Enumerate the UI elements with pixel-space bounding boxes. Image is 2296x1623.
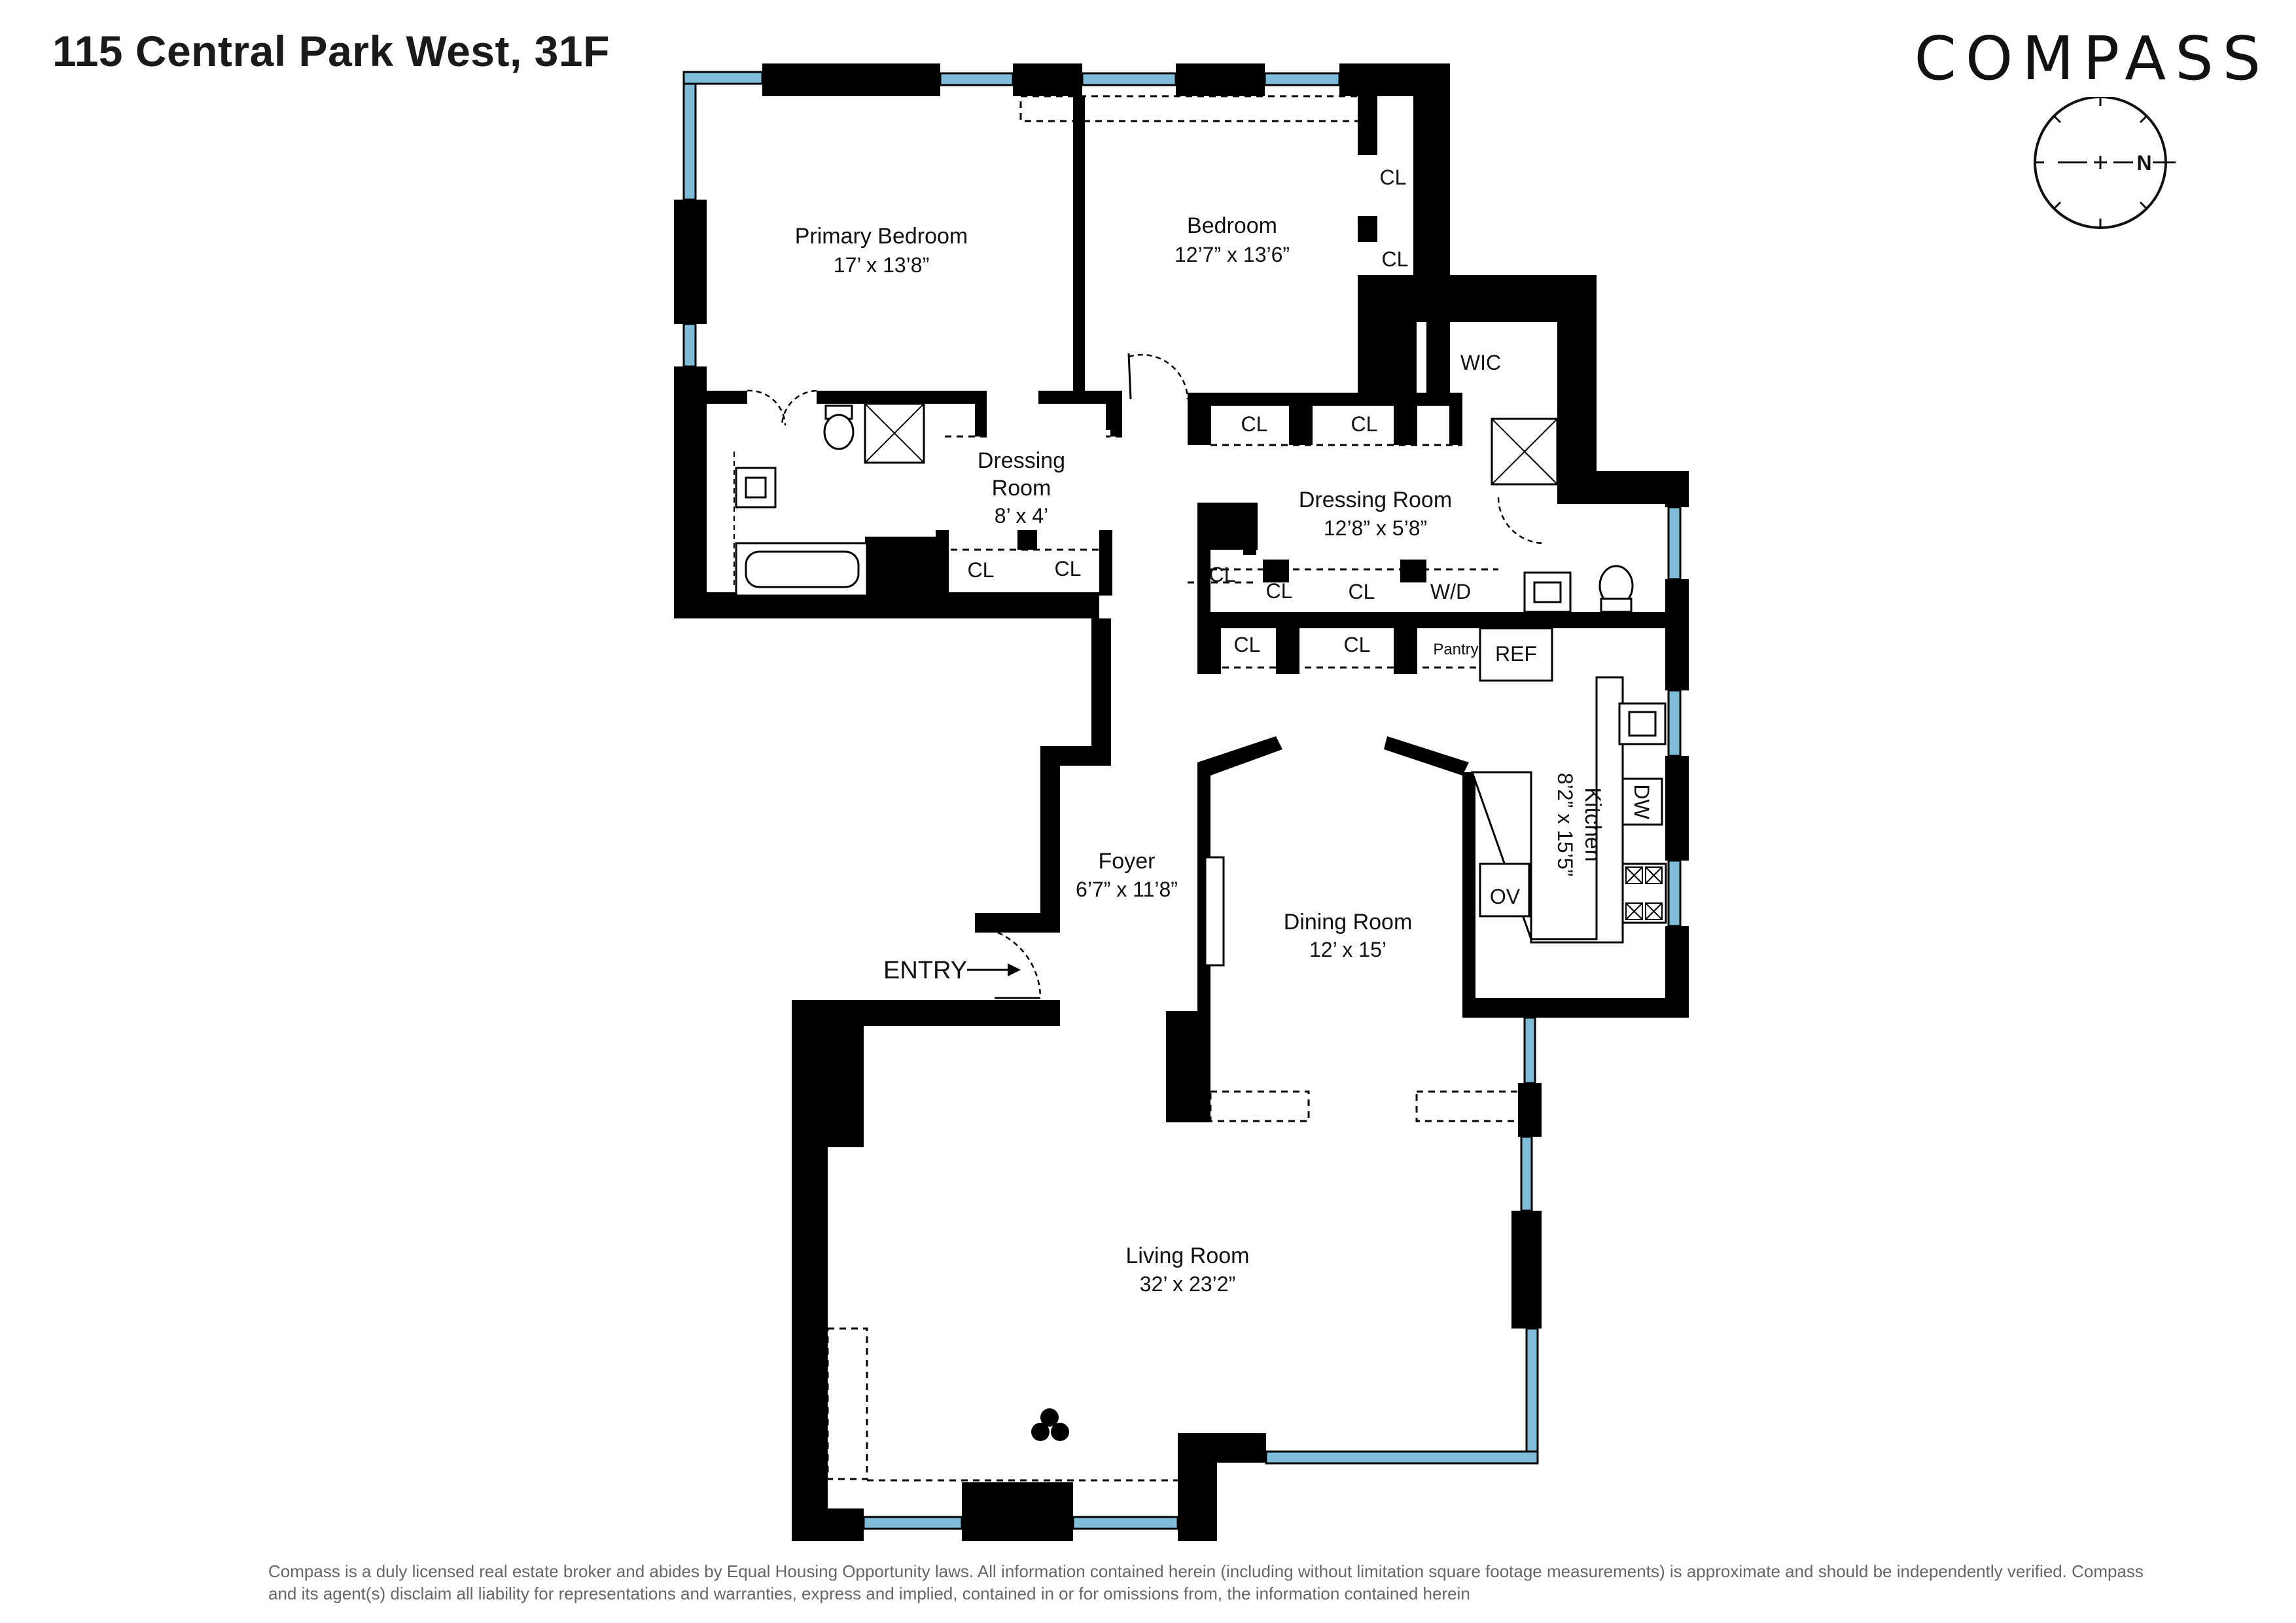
- dressing-room-small-dims: 8’ x 4’: [995, 504, 1048, 527]
- room-labels: Primary Bedroom 17’ x 13’8” Bedroom 12’7…: [795, 213, 1605, 1296]
- foyer-mirror: [1204, 856, 1225, 967]
- closet-label: CL: [1055, 557, 1082, 580]
- closet-label: CL: [1234, 633, 1261, 656]
- closet-label: CL: [1209, 563, 1236, 586]
- closet-label: CL: [1380, 166, 1407, 189]
- refrigerator: [1479, 627, 1553, 682]
- compass-north-label: N: [2136, 151, 2151, 175]
- primary-bedroom-name: Primary Bedroom: [795, 224, 968, 249]
- disclaimer: Compass is a duly licensed real estate b…: [268, 1561, 2144, 1603]
- entry-label: ENTRY: [883, 957, 967, 984]
- stove-icon: [1621, 863, 1667, 924]
- door-swing-bath-2: [1497, 497, 1545, 544]
- brand-logo: COMPASS: [1914, 24, 2270, 94]
- doors: [733, 353, 1545, 999]
- closet-label: CL: [1351, 412, 1378, 436]
- dressing-room-small-line2: Room: [992, 476, 1051, 501]
- dishwasher-label: DW: [1630, 784, 1653, 819]
- door-swing-bedroom: [1128, 353, 1189, 400]
- kitchen-dims: 8’2” x 15’5”: [1553, 773, 1577, 876]
- dressing-room-large-dims: 12’8” x 5’8”: [1324, 516, 1427, 540]
- kitchen-name: Kitchen: [1580, 787, 1605, 861]
- plan-title: 115 Central Park West, 31F: [52, 27, 610, 75]
- dining-room-name: Dining Room: [1284, 910, 1413, 935]
- living-room-dims: 32’ x 23’2”: [1140, 1272, 1235, 1296]
- oven-label: OV: [1490, 885, 1521, 908]
- pantry-label: Pantry: [1433, 641, 1478, 658]
- wic-label: WIC: [1460, 351, 1501, 374]
- closet-label: CL: [968, 558, 995, 582]
- dressing-room-small-line1: Dressing: [978, 448, 1065, 473]
- walls: [674, 63, 1689, 1541]
- bedroom-name: Bedroom: [1187, 213, 1277, 238]
- oven: [1479, 863, 1530, 918]
- fixtures: [735, 402, 1667, 967]
- entry-marker: ENTRY: [883, 957, 1021, 984]
- primary-bedroom-dims: 17’ x 13’8”: [834, 253, 929, 277]
- foyer-dims: 6’7” x 11’8”: [1076, 878, 1178, 901]
- closet-labels: CL CL CL CL CL CL CL CL CL CL CL W/D Pan…: [968, 166, 1653, 908]
- sink-icon: [735, 467, 777, 508]
- dashed-lines: [826, 95, 1523, 1482]
- door-swing-entry: [997, 931, 1042, 999]
- refrigerator-label: REF: [1495, 642, 1537, 666]
- dishwasher: [1621, 777, 1663, 826]
- living-room-name: Living Room: [1126, 1243, 1250, 1268]
- dressing-room-large-name: Dressing Room: [1299, 488, 1452, 512]
- compass-rose-icon: N: [2034, 97, 2176, 229]
- foyer-name: Foyer: [1099, 849, 1156, 874]
- closet-label: CL: [1382, 247, 1409, 271]
- closet-label: CL: [1344, 633, 1371, 656]
- closet-label: CL: [1349, 580, 1375, 603]
- dining-room-dims: 12’ x 15’: [1309, 938, 1386, 961]
- closet-label: CL: [1266, 579, 1293, 603]
- bedroom-dims: 12’7” x 13’6”: [1174, 243, 1290, 266]
- door-swing-bath: [747, 389, 786, 426]
- closet-label: CL: [1241, 412, 1268, 436]
- washer-dryer-label: W/D: [1430, 580, 1471, 603]
- windows: [682, 71, 1682, 1530]
